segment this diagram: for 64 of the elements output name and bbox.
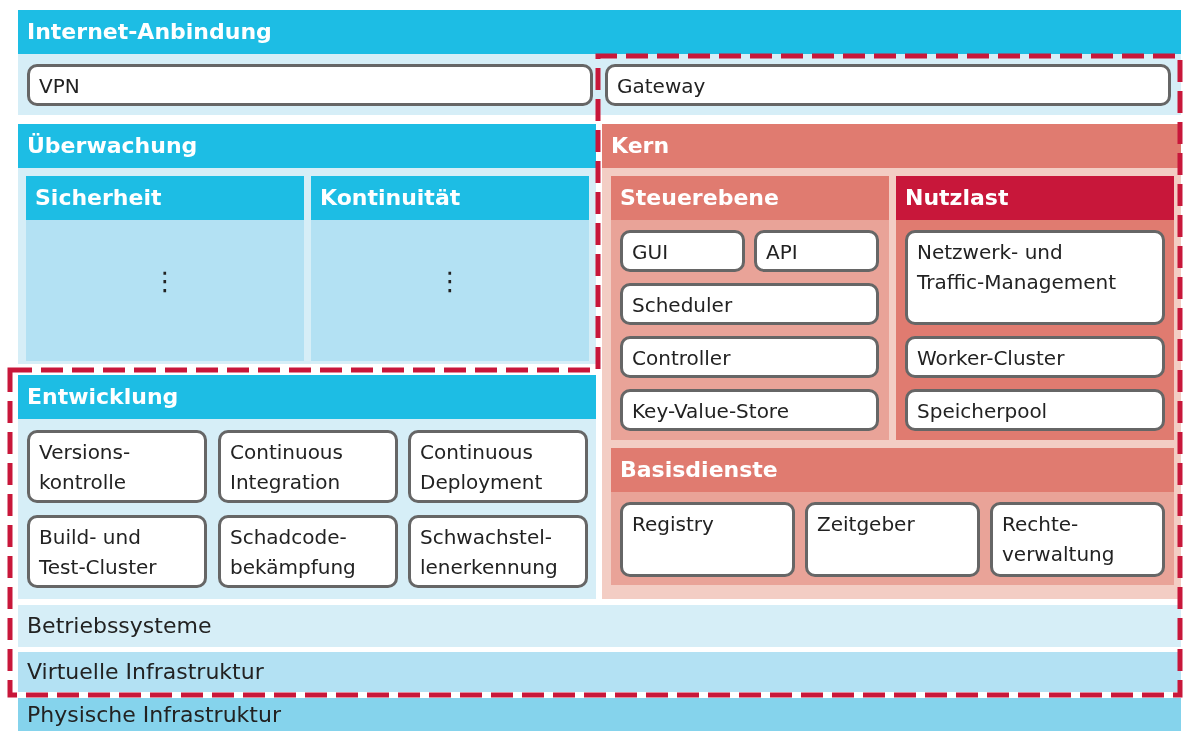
layer-panel: [18, 375, 596, 599]
component-box: [408, 515, 588, 588]
layer-panel: [18, 124, 596, 364]
ellipsis-mark: ⋮: [151, 266, 179, 296]
component-label: Netzwerk- und Traffic-Management: [917, 239, 1118, 296]
layer-band: [18, 652, 1181, 692]
component-label: Continuous Integration: [230, 439, 344, 496]
layer-panel: [611, 448, 1174, 585]
section-heading: Entwicklung: [18, 375, 596, 419]
component-box: [990, 502, 1165, 577]
component-box: [27, 430, 207, 503]
layer-band: [18, 605, 1181, 647]
component-label: Controller: [632, 345, 732, 372]
component-label: GUI: [632, 239, 670, 266]
layer-panel: [18, 10, 1181, 115]
component-box: [905, 336, 1165, 378]
section-heading: Internet-Anbindung: [18, 10, 1181, 54]
section-heading: Überwachung: [18, 124, 596, 168]
layer-band: [18, 698, 1181, 731]
component-box: [408, 430, 588, 503]
section-heading: Steuerebene: [611, 176, 889, 220]
component-label: Speicherpool: [917, 398, 1049, 425]
component-label: Schadcode- bekämpfung: [230, 524, 357, 581]
component-label: Zeitgeber: [817, 511, 916, 538]
component-label: Versions- kontrolle: [39, 439, 132, 496]
component-label: API: [766, 239, 799, 266]
component-box: [805, 502, 980, 577]
component-label: Schwachstel- lenerkennung: [420, 524, 559, 581]
layer-panel: [311, 176, 589, 361]
layer-panel: [611, 176, 889, 440]
component-box: [605, 64, 1171, 106]
component-label: Scheduler: [632, 292, 734, 319]
component-label: Continuous Deployment: [420, 439, 544, 496]
component-box: [620, 336, 879, 378]
section-heading: Sicherheit: [26, 176, 304, 220]
component-box: [27, 515, 207, 588]
layer-panel: [896, 176, 1174, 440]
component-label: Key-Value-Store: [632, 398, 790, 425]
component-label: Rechte- verwaltung: [1002, 511, 1116, 568]
component-box: [27, 64, 593, 106]
component-label: Worker-Cluster: [917, 345, 1066, 372]
component-label: VPN: [39, 73, 81, 100]
component-box: [905, 230, 1165, 325]
section-heading: Basisdienste: [611, 448, 1174, 492]
section-heading: Kontinuität: [311, 176, 589, 220]
layer-panel: [602, 124, 1181, 599]
ellipsis-mark: ⋮: [436, 266, 464, 296]
layer-label: Physische Infrastruktur: [27, 702, 281, 727]
component-box: [620, 502, 795, 577]
component-box: [620, 389, 879, 431]
component-label: Gateway: [617, 73, 707, 100]
section-heading: Kern: [602, 124, 1181, 168]
component-box: [218, 515, 398, 588]
layer-label: Betriebssysteme: [27, 613, 212, 638]
component-box: [218, 430, 398, 503]
layer-label: Virtuelle Infrastruktur: [27, 659, 264, 684]
layer-panel: [26, 176, 304, 361]
component-box: [620, 230, 745, 272]
component-box: [620, 283, 879, 325]
component-label: Registry: [632, 511, 715, 538]
component-label: Build- und Test-Cluster: [39, 524, 158, 581]
component-box: [905, 389, 1165, 431]
section-heading: Nutzlast: [896, 176, 1174, 220]
component-box: [754, 230, 879, 272]
